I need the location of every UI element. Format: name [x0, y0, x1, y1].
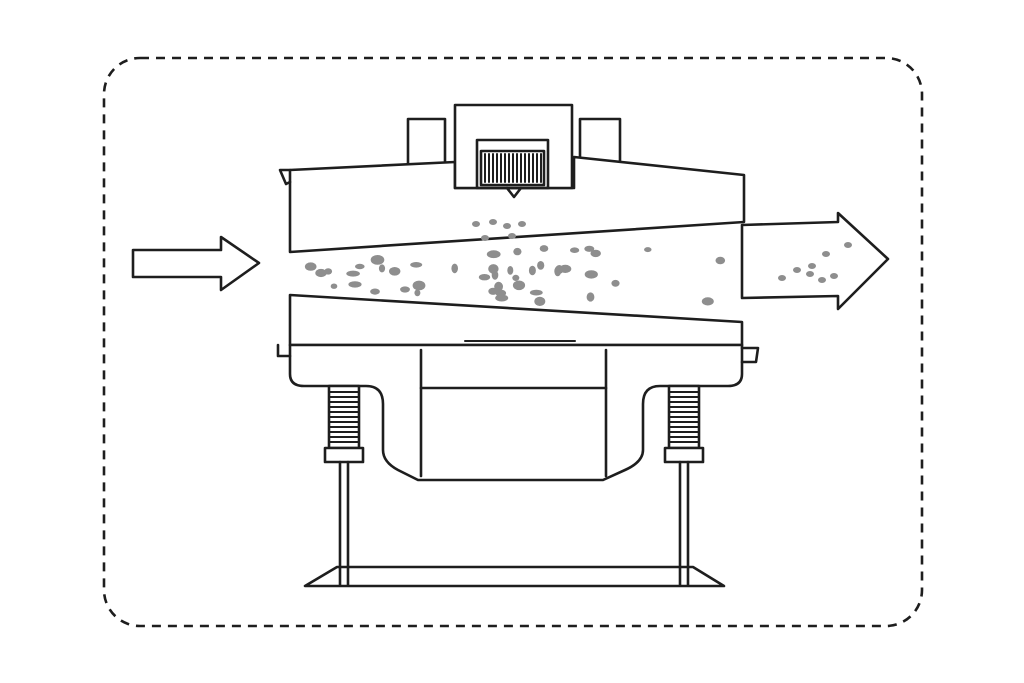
particle	[481, 235, 489, 241]
particle	[701, 297, 714, 306]
particle	[586, 292, 595, 302]
particle	[559, 264, 572, 273]
particle	[412, 280, 426, 291]
particle	[539, 245, 549, 252]
particle	[715, 256, 726, 265]
particle	[778, 275, 786, 281]
vibrating-motor	[453, 103, 574, 199]
particle	[590, 249, 601, 258]
right-top-bracket	[578, 117, 622, 163]
particle	[370, 257, 378, 263]
particle	[414, 289, 421, 297]
support-legs	[338, 460, 690, 587]
particle	[478, 274, 491, 281]
particle	[324, 268, 333, 275]
particle	[451, 263, 459, 274]
particle	[495, 294, 509, 302]
particle	[472, 221, 480, 227]
particle	[808, 263, 816, 269]
particle	[806, 271, 814, 277]
right-support-spring	[663, 384, 705, 464]
particle	[529, 289, 543, 296]
particle	[793, 267, 801, 273]
particle	[503, 223, 511, 229]
particle	[513, 247, 522, 256]
particle	[512, 280, 526, 291]
particle	[355, 263, 365, 270]
base-frame	[303, 565, 726, 588]
particle	[304, 262, 317, 271]
inlet-arrow-icon	[131, 235, 261, 292]
particle	[346, 270, 360, 277]
material-particles	[304, 219, 852, 306]
particle	[486, 250, 501, 259]
particle	[507, 266, 514, 275]
left-support-spring	[323, 384, 365, 464]
particle	[570, 247, 580, 253]
particle	[518, 221, 526, 227]
particle	[488, 264, 499, 274]
particle	[830, 273, 838, 279]
particle	[844, 242, 852, 248]
particle	[378, 264, 386, 273]
particle	[644, 247, 652, 253]
particle	[489, 219, 497, 225]
particle	[410, 262, 423, 268]
particle	[389, 267, 401, 276]
particle	[528, 265, 536, 276]
particle	[370, 288, 380, 295]
particle	[508, 233, 516, 239]
particle	[818, 277, 826, 283]
particle	[584, 270, 598, 279]
particle	[537, 261, 545, 270]
particle	[494, 281, 503, 292]
motor-fins	[484, 153, 542, 183]
particle	[611, 279, 620, 287]
particle	[315, 268, 327, 278]
outlet-arrow-icon	[740, 211, 890, 311]
particle	[330, 283, 338, 289]
particle	[534, 296, 546, 306]
particle	[554, 266, 562, 277]
particle	[822, 251, 830, 257]
left-top-bracket	[406, 117, 447, 165]
particle	[584, 245, 595, 252]
particle	[400, 286, 410, 293]
sieve-body	[276, 293, 760, 482]
particle	[512, 274, 520, 281]
dashed-frame	[102, 56, 924, 628]
particle	[348, 281, 362, 288]
